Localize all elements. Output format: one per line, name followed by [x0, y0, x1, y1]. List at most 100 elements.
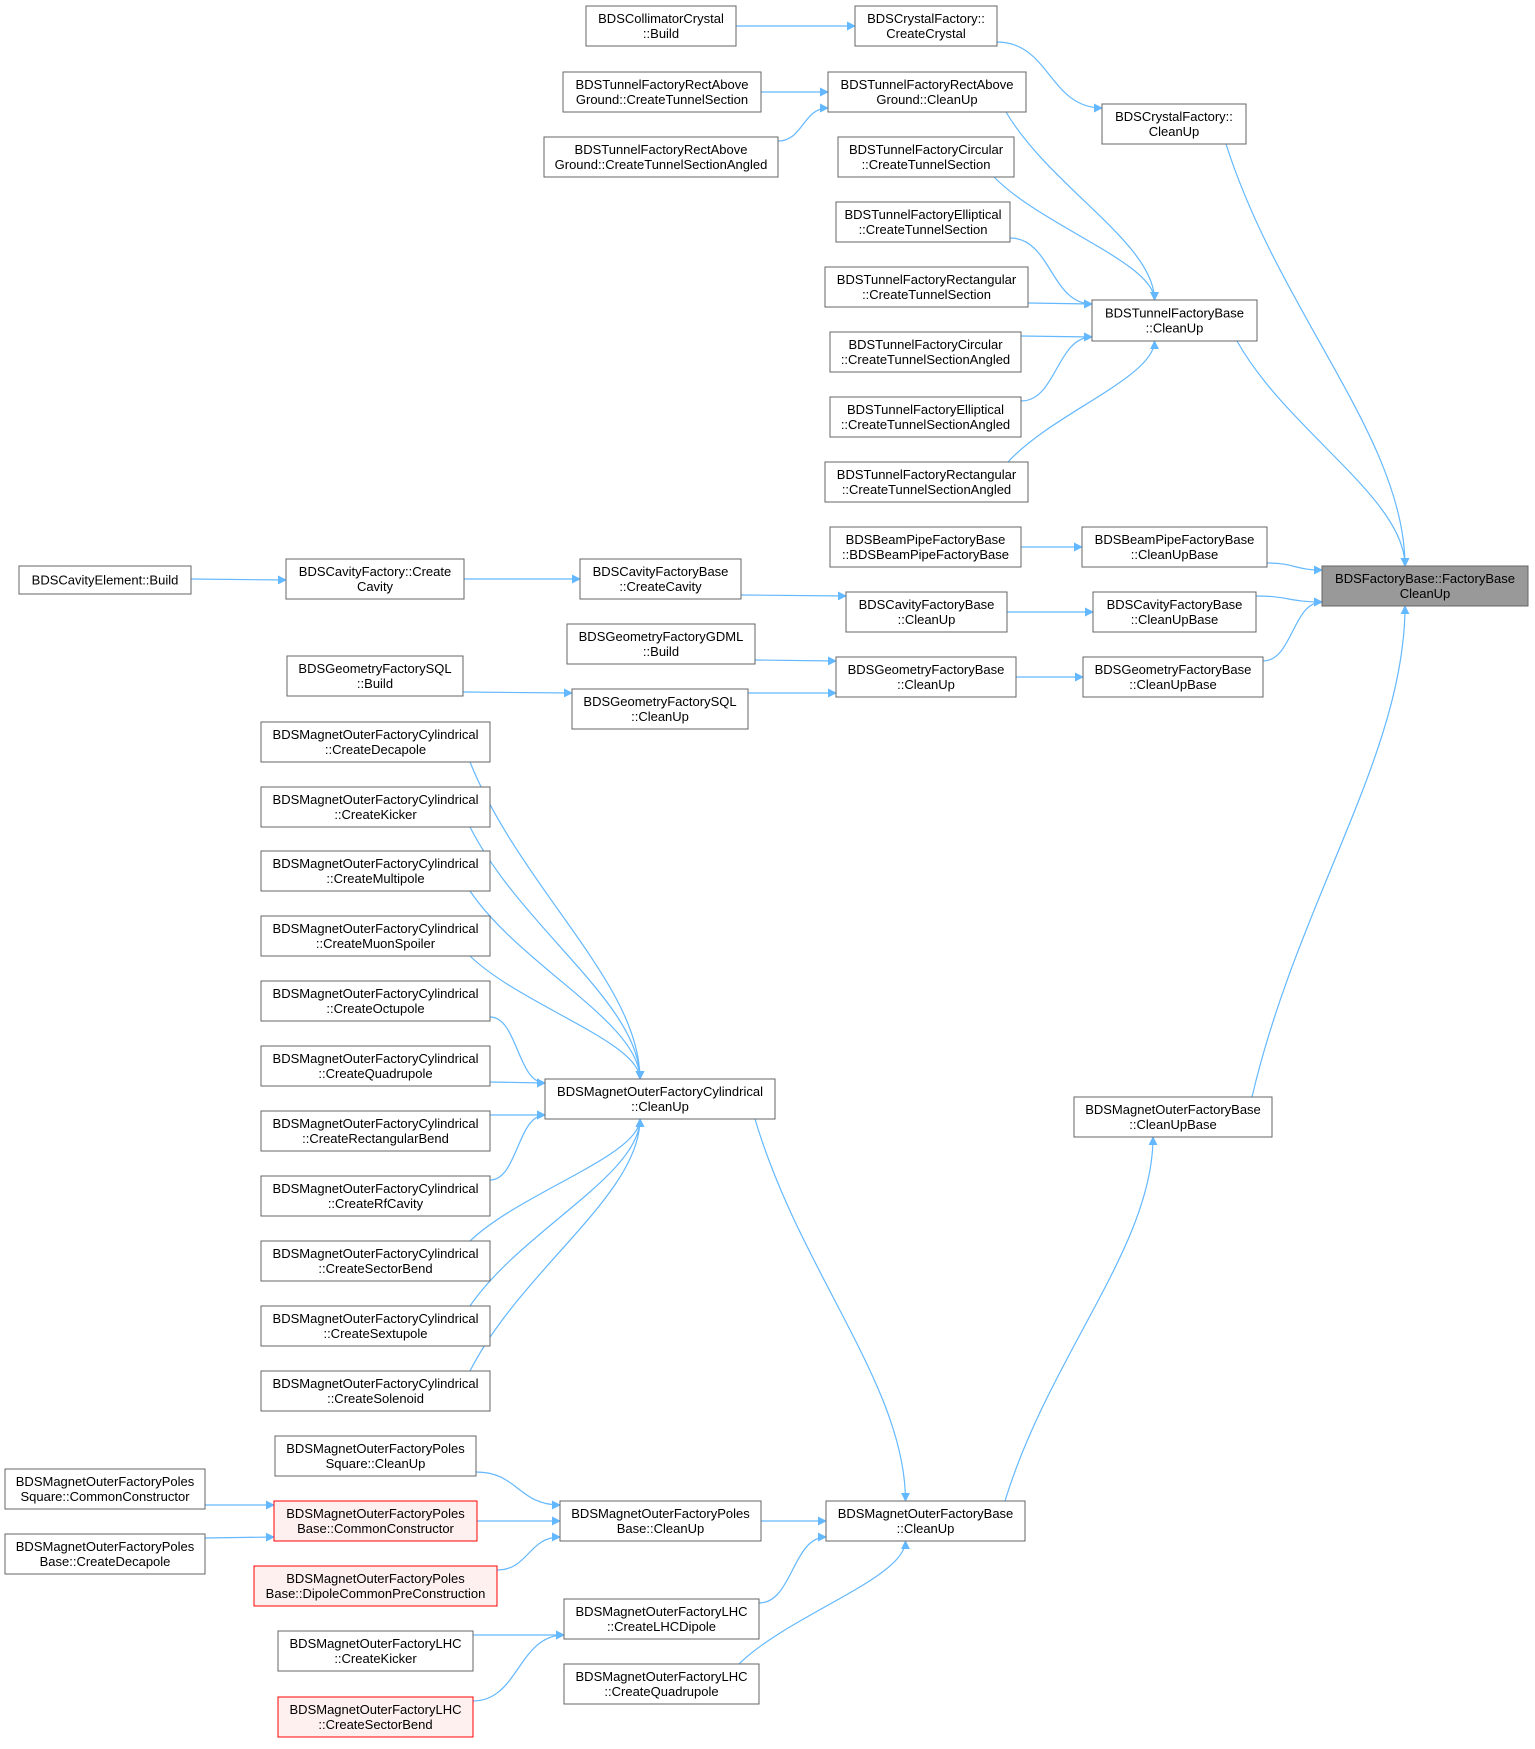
- node-label-line: ::CreateRectangularBend: [302, 1131, 449, 1146]
- graph-node-cav-base-create[interactable]: BDSCavityFactoryBase::CreateCavity: [579, 558, 742, 600]
- graph-node-cyl-solenoid[interactable]: BDSMagnetOuterFactoryCylindrical::Create…: [260, 1370, 491, 1412]
- node-box: [260, 980, 491, 1022]
- graph-node-cyl-sextupole[interactable]: BDSMagnetOuterFactoryCylindrical::Create…: [260, 1305, 491, 1347]
- node-box: [1082, 656, 1264, 698]
- node-label-line: CreateCrystal: [886, 26, 966, 41]
- node-box: [827, 71, 1027, 113]
- graph-node-lhc-quadrupole[interactable]: BDSMagnetOuterFactoryLHC::CreateQuadrupo…: [563, 1663, 760, 1705]
- graph-node-ellip-section[interactable]: BDSTunnelFactoryElliptical::CreateTunnel…: [835, 201, 1011, 243]
- graph-node-lhc-dipole[interactable]: BDSMagnetOuterFactoryLHC::CreateLHCDipol…: [563, 1598, 760, 1640]
- node-box: [563, 1598, 760, 1640]
- node-label-line: ::CreateTunnelSectionAngled: [841, 352, 1010, 367]
- call-edge-rect-angled-to-tunnel-base: [1007, 340, 1159, 463]
- node-box: [824, 461, 1029, 503]
- graph-node-cav-base-cleanup[interactable]: BDSCavityFactoryBase::CleanUp: [845, 591, 1008, 633]
- node-label-line: ::CleanUp: [897, 677, 955, 692]
- call-edge-cyl-decapole-to-cyl-cleanup: [469, 761, 645, 1080]
- graph-node-pbase-common[interactable]: BDSMagnetOuterFactoryPolesBase::CommonCo…: [273, 1500, 478, 1542]
- call-edge-bp-cleanupbase-to-root: [1266, 562, 1323, 575]
- edges-layer: [190, 21, 1410, 1702]
- graph-node-circ-angled[interactable]: BDSTunnelFactoryCircular::CreateTunnelSe…: [829, 331, 1022, 373]
- node-label-line: BDSGeometryFactoryBase: [1095, 662, 1252, 677]
- graph-node-sql-build[interactable]: BDSGeometryFactorySQL::Build: [286, 655, 464, 697]
- graph-node-bp-ctor[interactable]: BDSBeamPipeFactoryBase::BDSBeamPipeFacto…: [829, 526, 1022, 568]
- node-box: [566, 623, 756, 665]
- graph-node-cyl-muon[interactable]: BDSMagnetOuterFactoryCylindrical::Create…: [260, 915, 491, 957]
- node-label-line: ::CreateMuonSpoiler: [316, 936, 436, 951]
- graph-node-lhc-kicker[interactable]: BDSMagnetOuterFactoryLHC::CreateKicker: [277, 1630, 474, 1672]
- graph-node-psq-cleanup[interactable]: BDSMagnetOuterFactoryPolesSquare::CleanU…: [274, 1435, 477, 1477]
- graph-node-mo-cleanup[interactable]: BDSMagnetOuterFactoryBase::CleanUp: [825, 1500, 1026, 1542]
- graph-node-pbase-dipole[interactable]: BDSMagnetOuterFactoryPolesBase::DipoleCo…: [253, 1565, 498, 1607]
- node-box: [559, 1500, 762, 1542]
- node-label-line: ::CleanUpBase: [1129, 1117, 1216, 1132]
- node-label-line: BDSCavityFactoryBase: [859, 597, 995, 612]
- graph-node-cyl-multipole[interactable]: BDSMagnetOuterFactoryCylindrical::Create…: [260, 850, 491, 892]
- node-label-line: BDSMagnetOuterFactoryCylindrical: [273, 1051, 479, 1066]
- graph-node-cyl-rectbend[interactable]: BDSMagnetOuterFactoryCylindrical::Create…: [260, 1110, 491, 1152]
- node-box: [18, 565, 192, 595]
- graph-node-circ-section[interactable]: BDSTunnelFactoryCircular::CreateTunnelSe…: [837, 136, 1015, 178]
- graph-node-tunnel-base[interactable]: BDSTunnelFactoryBase::CleanUp: [1091, 299, 1258, 342]
- node-box: [571, 688, 749, 730]
- node-label-line: BDSTunnelFactoryCircular: [849, 142, 1004, 157]
- call-edge-cyl-rfcavity-to-cyl-cleanup: [489, 1110, 546, 1181]
- call-edge-pbase-decapole-to-pbase-common: [204, 1532, 275, 1542]
- graph-node-cav-base-cleanupbase[interactable]: BDSCavityFactoryBase::CleanUpBase: [1092, 591, 1257, 633]
- graph-node-cav-element[interactable]: BDSCavityElement::Build: [18, 565, 192, 595]
- node-label-line: Square::CleanUp: [326, 1456, 426, 1471]
- node-box: [544, 1078, 776, 1120]
- graph-node-cyl-octupole[interactable]: BDSMagnetOuterFactoryCylindrical::Create…: [260, 980, 491, 1022]
- node-label-line: ::CleanUp: [898, 612, 956, 627]
- node-box: [273, 1500, 478, 1542]
- node-label-line: ::CreateTunnelSectionAngled: [841, 417, 1010, 432]
- call-edge-gdml-build-to-geo-base-cleanup: [754, 656, 837, 666]
- graph-node-cyl-cleanup[interactable]: BDSMagnetOuterFactoryCylindrical::CleanU…: [544, 1078, 776, 1120]
- graph-node-crystal-cleanup[interactable]: BDSCrystalFactory::CleanUp: [1101, 103, 1247, 145]
- graph-node-cyl-quadrupole[interactable]: BDSMagnetOuterFactoryCylindrical::Create…: [260, 1045, 491, 1087]
- graph-node-cav-factory[interactable]: BDSCavityFactory::CreateCavity: [285, 558, 465, 600]
- node-label-line: BDSMagnetOuterFactoryPoles: [286, 1571, 465, 1586]
- call-edge-ellip-section-to-tunnel-base: [1009, 237, 1093, 309]
- graph-node-rag-angled[interactable]: BDSTunnelFactoryRectAboveGround::CreateT…: [543, 136, 779, 178]
- graph-node-sql-cleanup[interactable]: BDSGeometryFactorySQL::CleanUp: [571, 688, 749, 730]
- graph-node-cyl-sectorbend[interactable]: BDSMagnetOuterFactoryCylindrical::Create…: [260, 1240, 491, 1282]
- node-box: [835, 656, 1017, 698]
- node-box: [1091, 299, 1258, 342]
- graph-node-cyl-kicker[interactable]: BDSMagnetOuterFactoryCylindrical::Create…: [260, 786, 491, 828]
- node-label-line: BDSMagnetOuterFactoryCylindrical: [273, 1181, 479, 1196]
- call-edge-cyl-cleanup-to-mo-cleanup: [754, 1118, 910, 1502]
- node-box: [260, 850, 491, 892]
- graph-node-collimator-build[interactable]: BDSCollimatorCrystal::Build: [585, 5, 737, 47]
- node-label-line: BDSMagnetOuterFactoryPoles: [286, 1441, 465, 1456]
- call-edge-cyl-quadrupole-to-cyl-cleanup: [489, 1078, 546, 1088]
- node-label-line: BDSTunnelFactoryBase: [1105, 306, 1244, 321]
- graph-node-cyl-decapole[interactable]: BDSMagnetOuterFactoryCylindrical::Create…: [260, 721, 491, 763]
- graph-node-psq-common[interactable]: BDSMagnetOuterFactoryPolesSquare::Common…: [4, 1468, 206, 1510]
- node-box: [837, 136, 1015, 178]
- graph-node-pbase-decapole[interactable]: BDSMagnetOuterFactoryPolesBase::CreateDe…: [4, 1533, 206, 1575]
- graph-node-rag-section[interactable]: BDSTunnelFactoryRectAboveGround::CreateT…: [562, 71, 762, 113]
- graph-node-ellip-angled[interactable]: BDSTunnelFactoryElliptical::CreateTunnel…: [829, 396, 1022, 438]
- graph-node-gdml-build[interactable]: BDSGeometryFactoryGDML::Build: [566, 623, 756, 665]
- graph-node-lhc-sectorbend[interactable]: BDSMagnetOuterFactoryLHC::CreateSectorBe…: [277, 1696, 474, 1738]
- graph-node-crystal-create[interactable]: BDSCrystalFactory::CreateCrystal: [854, 5, 998, 47]
- node-box: [562, 71, 762, 113]
- graph-node-geo-base-cleanup[interactable]: BDSGeometryFactoryBase::CleanUp: [835, 656, 1017, 698]
- call-edge-psq-cleanup-to-pbase-cleanup: [475, 1471, 561, 1510]
- node-label-line: BDSTunnelFactoryRectangular: [837, 272, 1017, 287]
- graph-node-mo-cleanupbase[interactable]: BDSMagnetOuterFactoryBase::CleanUpBase: [1073, 1096, 1273, 1138]
- call-edge-sql-build-to-sql-cleanup: [462, 688, 573, 698]
- graph-node-rect-angled[interactable]: BDSTunnelFactoryRectangular::CreateTunne…: [824, 461, 1029, 503]
- graph-node-rect-section[interactable]: BDSTunnelFactoryRectangular::CreateTunne…: [824, 266, 1029, 308]
- node-label-line: ::CreateSectorBend: [318, 1717, 432, 1732]
- graph-node-bp-cleanupbase[interactable]: BDSBeamPipeFactoryBase::CleanUpBase: [1081, 526, 1268, 568]
- node-label-line: BDSGeometryFactoryGDML: [579, 629, 744, 644]
- node-label-line: ::CreateMultipole: [326, 871, 424, 886]
- graph-node-cyl-rfcavity[interactable]: BDSMagnetOuterFactoryCylindrical::Create…: [260, 1175, 491, 1217]
- graph-node-geo-base-cleanupbase[interactable]: BDSGeometryFactoryBase::CleanUpBase: [1082, 656, 1264, 698]
- node-label-line: ::CreateKicker: [334, 807, 417, 822]
